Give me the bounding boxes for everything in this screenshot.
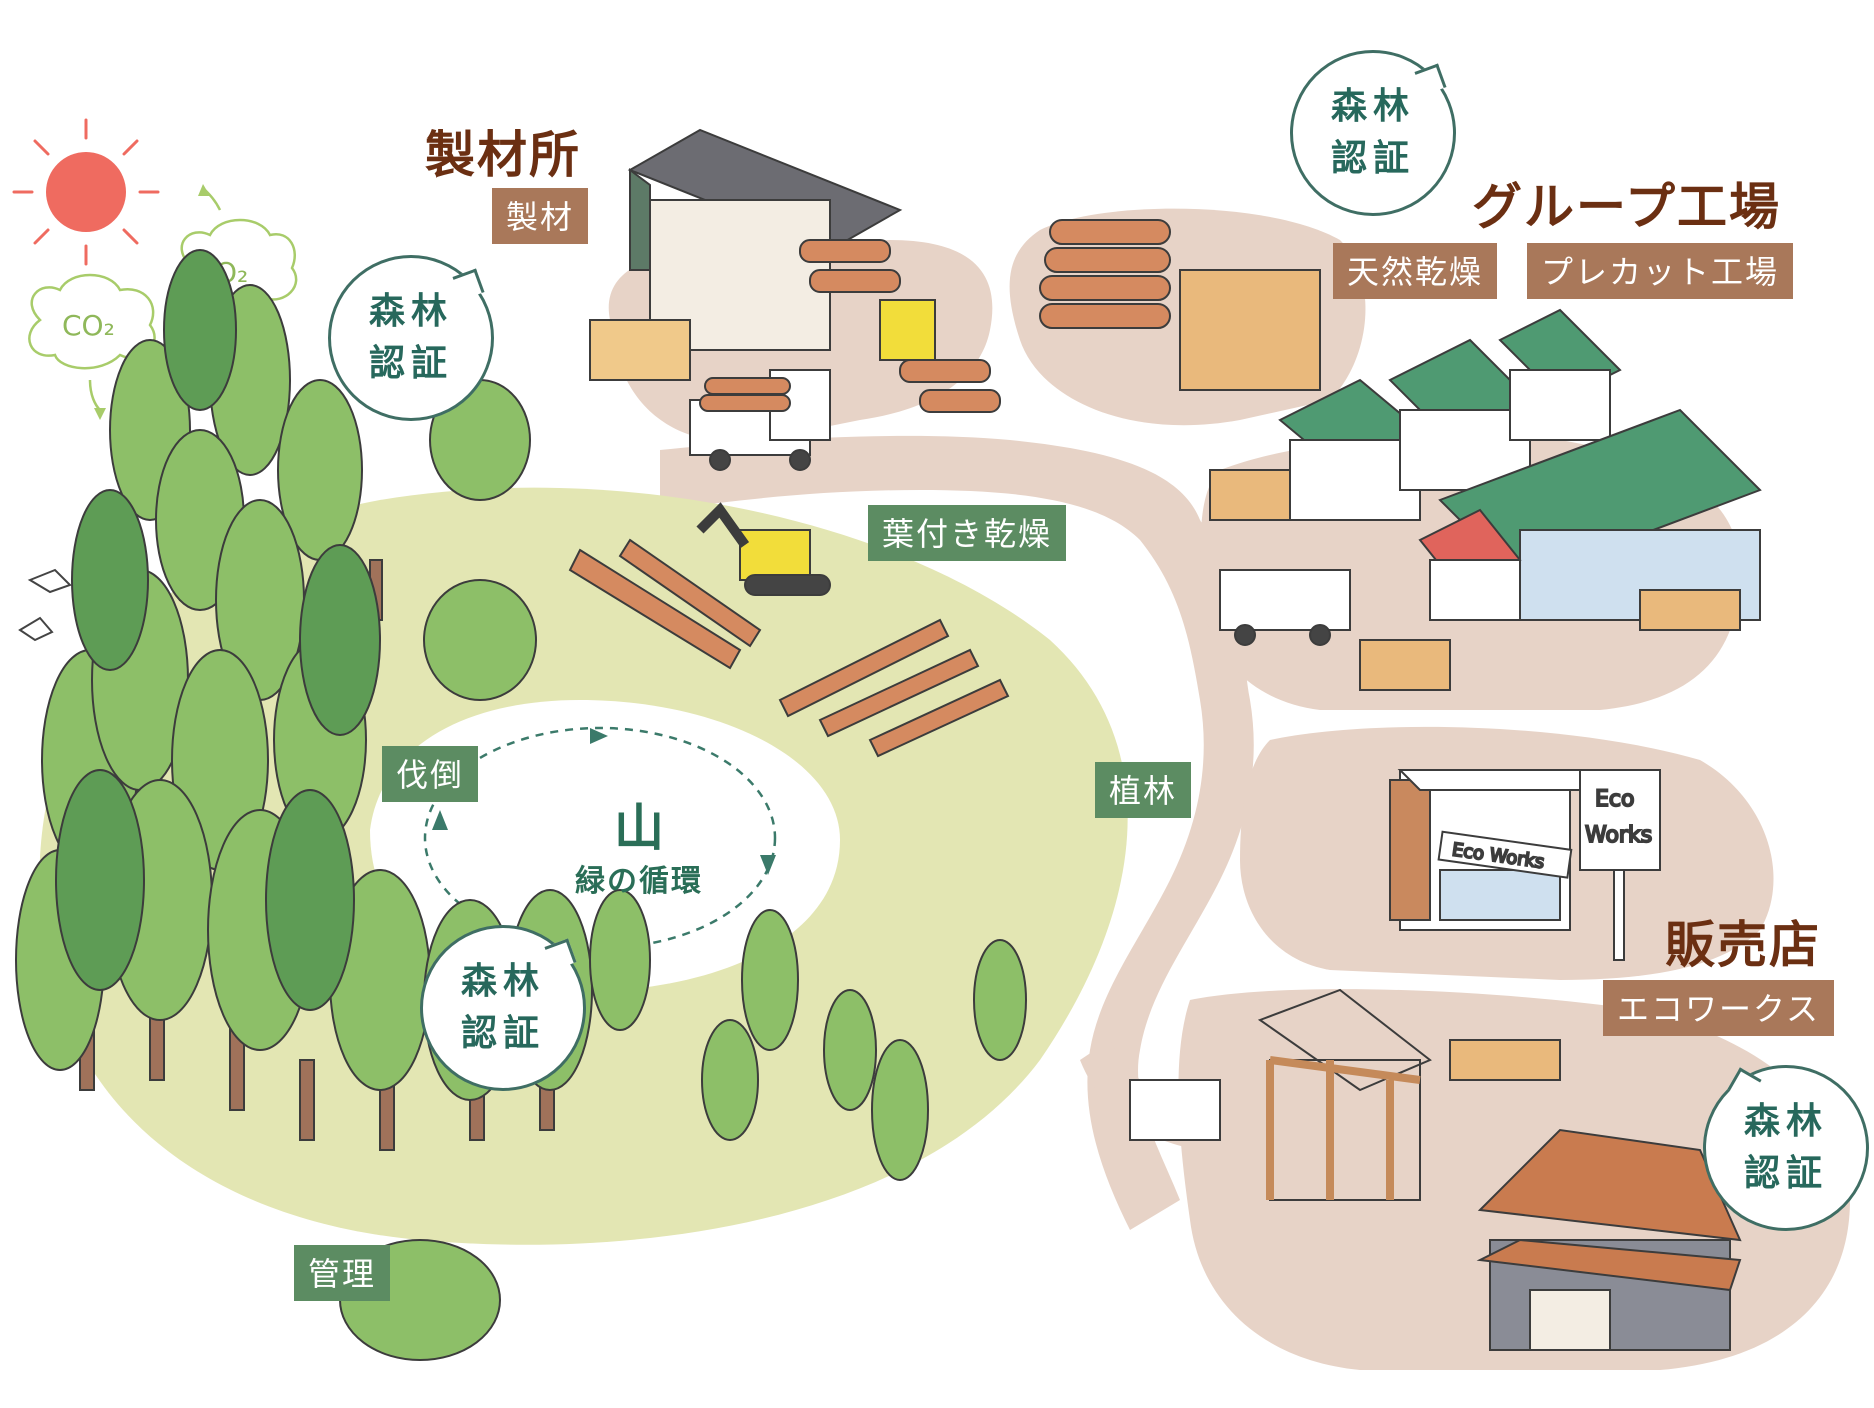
sun-icon: [12, 118, 160, 266]
cert-line2: 認証: [1330, 138, 1415, 179]
forest-certification-bubble-forest: 森林認証: [328, 255, 494, 421]
green-cycle-label: 緑の循環: [575, 864, 703, 899]
shop-pole-sign-line2: Works: [1585, 823, 1652, 848]
sawmill-tag: 製材: [492, 188, 589, 244]
sawmill-title: 製材所: [425, 126, 581, 184]
forest-certification-bubble-factory: 森林認証: [1290, 50, 1456, 216]
cert-line1: 森林: [1743, 1101, 1828, 1142]
shop-pole-sign-line1: Eco: [1595, 787, 1634, 812]
management-tag: 管理: [294, 1245, 391, 1301]
cert-line2: 認証: [368, 343, 453, 384]
cert-line2: 認証: [460, 1013, 545, 1054]
store-tag: エコワークス: [1603, 980, 1835, 1036]
felled-logs: [568, 538, 1010, 758]
forest-certification-bubble-mountain: 森林認証: [420, 925, 586, 1091]
group-factory-buildings: [1209, 308, 1762, 691]
group-factory-title: グループ工場: [1472, 178, 1781, 236]
co2-cloud-icon: CO₂: [28, 273, 156, 420]
leaf-drying-tag: 葉付き乾燥: [868, 505, 1067, 561]
house-construction: [1129, 988, 1561, 1201]
felling-tag: 伐倒: [382, 746, 479, 802]
mountain-cycle-title: 山 緑の循環: [575, 800, 703, 900]
precut-factory-tag: プレカット工場: [1527, 243, 1794, 299]
eco-works-store: Eco Works Eco Works: [1389, 769, 1661, 961]
store-title: 販売店: [1665, 916, 1821, 974]
cert-line2: 認証: [1743, 1153, 1828, 1194]
cert-line1: 森林: [1330, 86, 1415, 127]
co2-label: CO₂: [62, 309, 115, 342]
cert-line1: 森林: [368, 291, 453, 332]
bird-icon: [18, 568, 72, 642]
forest-certification-bubble-store: 森林認証: [1703, 1065, 1869, 1231]
forklift: [879, 299, 936, 361]
log-truck: [689, 369, 831, 471]
planting-tag: 植林: [1095, 762, 1192, 818]
excavator: [696, 502, 831, 596]
natural-drying-tag: 天然乾燥: [1333, 243, 1498, 299]
log-pile: [1039, 219, 1321, 391]
finished-house: [1476, 1128, 1742, 1351]
mountain-label: 山: [614, 799, 664, 857]
sawmill-shed: [589, 128, 1001, 413]
cert-line1: 森林: [460, 961, 545, 1002]
